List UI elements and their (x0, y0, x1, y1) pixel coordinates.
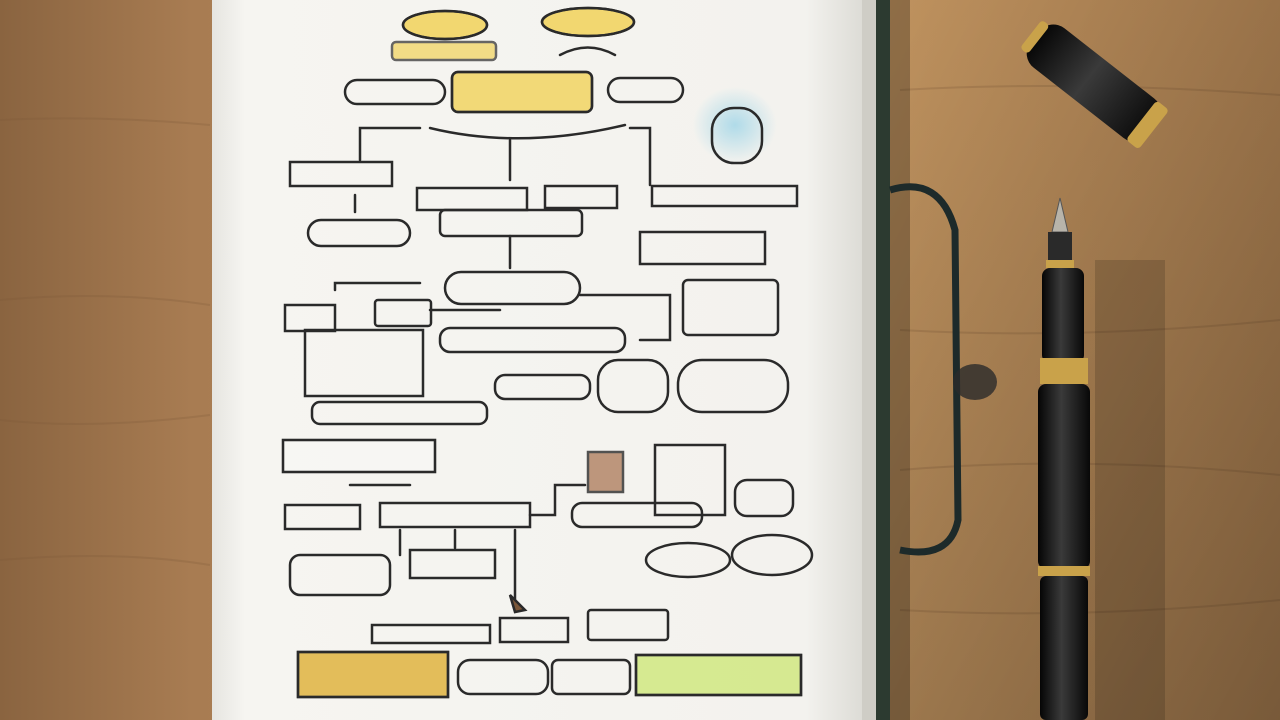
notebook-cover-edge (876, 0, 890, 720)
fountain-pen (1038, 197, 1090, 720)
notebook-page-edges (862, 0, 876, 720)
flowchart-sketch (281, 6, 814, 699)
pen-shadow (1095, 260, 1165, 720)
elastic-clip (953, 364, 997, 400)
pen-cap (1021, 21, 1168, 148)
